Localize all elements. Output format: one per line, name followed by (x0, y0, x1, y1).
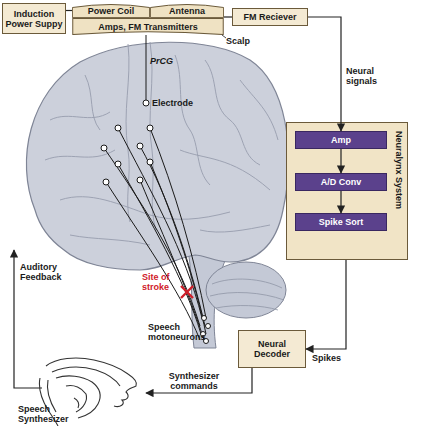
process-box: Spike Sort (295, 213, 387, 231)
antenna-band: Antenna (150, 3, 224, 18)
node-text: A/D Conv (321, 177, 362, 187)
node-text: Induction Power Suppy (3, 9, 65, 29)
feedback-label: Auditory Feedback (20, 262, 78, 282)
node-text: Antenna (169, 6, 205, 16)
transmitter-band: Amps, FM Transmitters (72, 18, 224, 35)
cerebellum-folds (210, 279, 284, 310)
speech-synthesizer: Speech Synthesizer (16, 352, 146, 426)
cerebrum (26, 42, 288, 270)
scalp-label: Scalp (226, 36, 266, 46)
edge-label: Spikes (312, 353, 352, 363)
process-box: Amp (295, 131, 387, 149)
scalp-leader (222, 35, 226, 38)
edge-label: Synthesizer commands (150, 371, 238, 391)
edge-label: Neural signals (346, 66, 402, 86)
process-box: A/D Conv (295, 173, 387, 191)
node-text: Amp (331, 135, 351, 145)
node-text: Spike Sort (319, 217, 364, 227)
node-text: Neural Decoder (239, 339, 305, 359)
electrode-label: Electrode (152, 98, 212, 108)
electrode-wires (104, 35, 206, 340)
decoder-box: Neural Decoder (238, 330, 306, 368)
electrode-contacts (101, 100, 211, 344)
region-label: PrCG (150, 56, 190, 66)
connector (306, 260, 346, 349)
stroke-mark (181, 286, 193, 298)
node-text: FM Reciever (243, 12, 296, 22)
gyri (45, 42, 278, 245)
connector (224, 16, 232, 17)
node-text: Amps, FM Transmitters (98, 22, 198, 32)
system-panel: Neuralynx System AmpA/D ConvSpike Sort (286, 122, 408, 260)
connector (146, 368, 252, 393)
motoneuron-label: Speech motoneurons (148, 322, 202, 342)
power-supply-box: Induction Power Suppy (2, 3, 66, 34)
connector (66, 10, 72, 11)
receiver-box: FM Reciever (232, 8, 308, 26)
stroke-label: Site of stroke (142, 272, 180, 292)
node-text: Speech Synthesizer (18, 404, 78, 424)
connector (308, 17, 341, 131)
node-text: Power Coil (88, 6, 135, 16)
coil-band: Power Coil (72, 3, 150, 18)
node-text: Neuralynx System (394, 131, 404, 209)
cerebellum (206, 262, 286, 318)
